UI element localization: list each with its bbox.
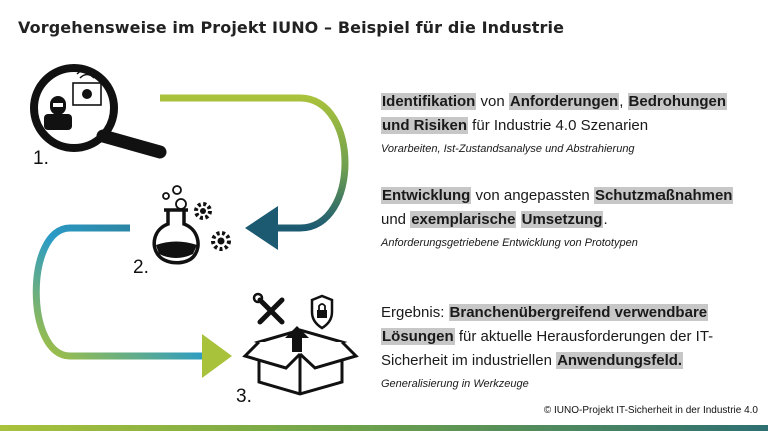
copyright-footer: © IUNO-Projekt IT-Sicherheit in der Indu… bbox=[543, 405, 758, 416]
text-segment: für aktuelle Herausforderungen der IT-Si… bbox=[381, 328, 714, 369]
text-segment: für Industrie 4.0 Szenarien bbox=[468, 117, 649, 134]
toolbox-lock-icon bbox=[242, 292, 359, 396]
text-segment: von bbox=[476, 93, 509, 110]
step-3-description: Ergebnis: Branchenübergreifend verwendba… bbox=[381, 301, 753, 373]
step-1-number: 1. bbox=[33, 148, 49, 169]
step-3-text-block: Ergebnis: Branchenübergreifend verwendba… bbox=[381, 301, 753, 390]
step-2-number: 2. bbox=[133, 257, 149, 278]
text-segment: und bbox=[381, 211, 411, 228]
step-3-number: 3. bbox=[236, 386, 252, 407]
step-1-subtitle: Vorarbeiten, Ist-Zustandsanalyse und Abs… bbox=[381, 143, 635, 155]
text-segment: , bbox=[619, 93, 628, 110]
step-2-subtitle: Anforderungsgetriebene Entwicklung von P… bbox=[381, 237, 638, 249]
highlighted-term: Umsetzung bbox=[520, 211, 604, 228]
step-1-description: Identifikation von Anforderungen, Bedroh… bbox=[381, 90, 753, 138]
text-segment: Ergebnis: bbox=[381, 304, 449, 321]
highlighted-term: Bedrohungen bbox=[627, 93, 728, 110]
step-1-text-block: Identifikation von Anforderungen, Bedroh… bbox=[381, 90, 753, 155]
flow-arrow-2-head bbox=[202, 334, 232, 378]
text-segment: von angepassten bbox=[471, 187, 594, 204]
step-2-description: Entwicklung von angepassten Schutzmaßnah… bbox=[381, 184, 753, 232]
step-3-subtitle: Generalisierung in Werkzeuge bbox=[381, 378, 529, 390]
highlighted-term: Lösungen bbox=[381, 328, 455, 345]
flow-arrow-1 bbox=[160, 94, 349, 232]
text-segment: . bbox=[603, 211, 608, 228]
flask-gears-icon bbox=[152, 185, 231, 265]
highlighted-term: Entwicklung bbox=[381, 187, 472, 204]
highlighted-term: Branchenübergreifend verwendbare bbox=[448, 304, 709, 321]
highlighted-term: Anwendungsfeld. bbox=[556, 352, 684, 369]
magnifier-hacker-icon bbox=[30, 64, 167, 159]
highlighted-term: exemplarische bbox=[410, 211, 517, 228]
slide-title: Vorgehensweise im Projekt IUNO – Beispie… bbox=[18, 18, 565, 37]
flow-arrow-2 bbox=[32, 224, 210, 360]
text-segment bbox=[516, 211, 520, 228]
highlighted-term: Anforderungen bbox=[508, 93, 620, 110]
flow-arrow-1-head bbox=[245, 206, 278, 250]
bottom-accent-bar bbox=[0, 425, 768, 431]
step-2-text-block: Entwicklung von angepassten Schutzmaßnah… bbox=[381, 184, 753, 249]
highlighted-term: und Risiken bbox=[381, 117, 469, 134]
highlighted-term: Identifikation bbox=[381, 93, 477, 110]
highlighted-term: Schutzmaßnahmen bbox=[593, 187, 734, 204]
